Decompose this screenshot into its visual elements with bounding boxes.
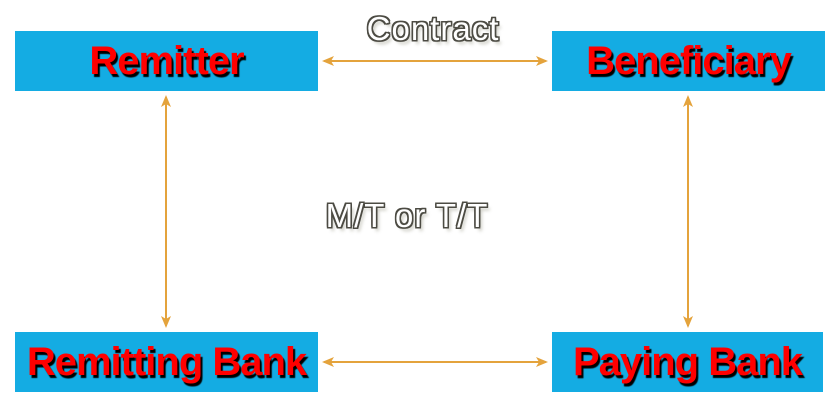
node-remitting-bank: Remitting Bank — [15, 332, 318, 392]
node-beneficiary: Beneficiary — [552, 31, 825, 91]
node-remitter-label: Remitter — [89, 39, 244, 83]
node-beneficiary-label: Beneficiary — [586, 39, 792, 83]
node-remitting-bank-label: Remitting Bank — [26, 340, 307, 384]
node-paying-bank: Paying Bank — [552, 332, 823, 392]
payment-method-label: M/T or T/T — [325, 197, 489, 234]
node-paying-bank-label: Paying Bank — [572, 340, 803, 384]
node-remitter: Remitter — [15, 31, 318, 91]
contract-edge-label: Contract — [366, 10, 500, 47]
